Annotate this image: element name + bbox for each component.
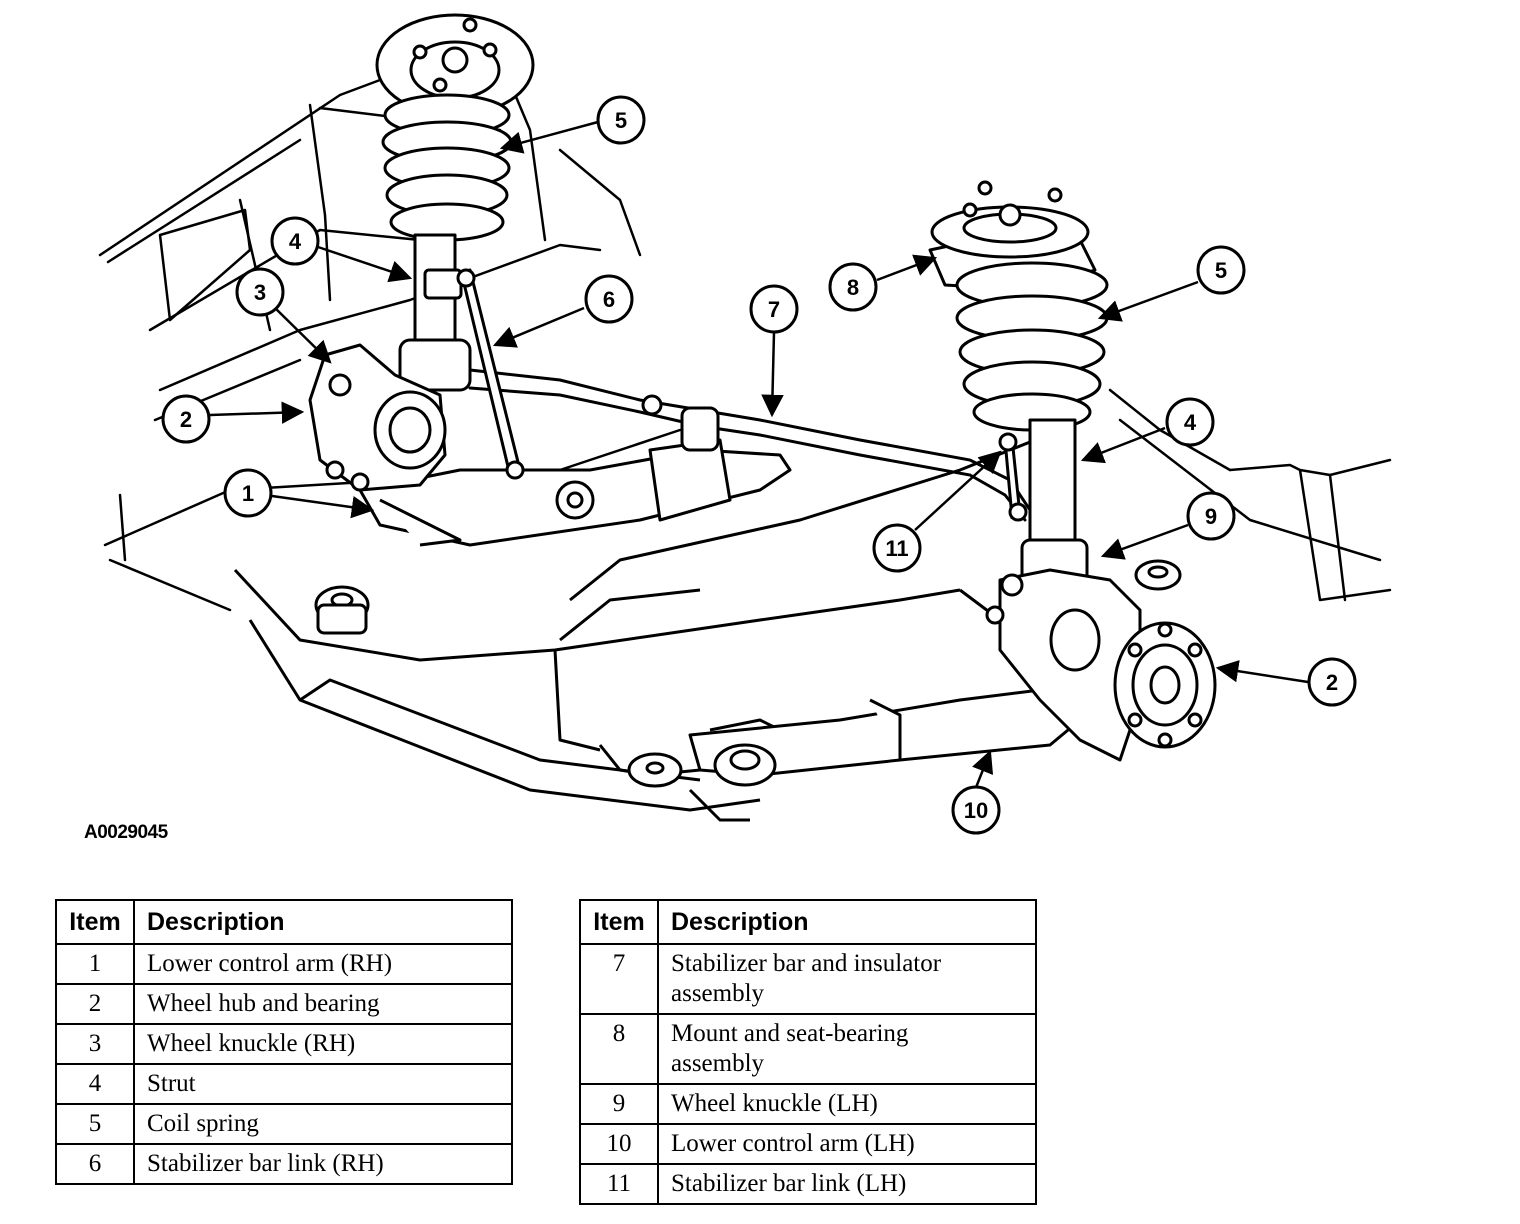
description-line-2: assembly (671, 980, 765, 1007)
svg-text:2: 2 (1326, 670, 1338, 695)
callout-7: 7 (749, 284, 799, 334)
item-description: Mount and seat-bearing assembly (657, 1013, 1037, 1085)
subframe-mounts (314, 559, 1182, 635)
parts-legend-table-right: Item Description 7 Stabilizer bar and in… (579, 899, 1037, 1205)
item-description: Wheel hub and bearing (133, 983, 513, 1025)
svg-text:2: 2 (180, 407, 192, 432)
item-description: Wheel knuckle (LH) (657, 1083, 1037, 1125)
table-row: 10 Lower control arm (LH) (579, 1123, 1037, 1165)
callout-6: 6 (584, 274, 634, 324)
svg-text:4: 4 (289, 229, 302, 254)
table-row: 9 Wheel knuckle (LH) (579, 1083, 1037, 1125)
description-line-1: Stabilizer bar and insulator (671, 950, 942, 977)
parts-legend-table-left: Item Description 1 Lower control arm (RH… (55, 899, 513, 1185)
svg-text:5: 5 (615, 108, 627, 133)
item-number: 7 (579, 943, 659, 1015)
callout-4-rh: 4 (270, 216, 320, 266)
item-number: 9 (579, 1083, 659, 1125)
item-description: Strut (133, 1063, 513, 1105)
column-header-item: Item (55, 899, 135, 945)
callout-9: 9 (1186, 491, 1236, 541)
callout-2-lh: 2 (1307, 657, 1357, 707)
svg-text:9: 9 (1205, 504, 1217, 529)
table-row: 7 Stabilizer bar and insulator assembly (579, 943, 1037, 1015)
column-header-item: Item (579, 899, 659, 945)
item-description: Lower control arm (RH) (133, 943, 513, 985)
column-header-description: Description (657, 899, 1037, 945)
callout-5-lh: 5 (1196, 245, 1246, 295)
item-number: 6 (55, 1143, 135, 1185)
callout-5-rh: 5 (596, 95, 646, 145)
callout-1: 1 (223, 468, 273, 518)
callout-10: 10 (951, 785, 1001, 835)
table-row: 6 Stabilizer bar link (RH) (55, 1143, 513, 1185)
description-line-2: assembly (671, 1050, 765, 1077)
item-number: 10 (579, 1123, 659, 1165)
table-header-row: Item Description (55, 899, 513, 945)
svg-text:6: 6 (603, 287, 615, 312)
knuckle-hub-rh (308, 343, 447, 492)
item-number: 1 (55, 943, 135, 985)
table-row: 2 Wheel hub and bearing (55, 983, 513, 1025)
lower-control-arm-rh (358, 438, 792, 547)
callout-3: 3 (235, 267, 285, 317)
svg-text:11: 11 (885, 536, 908, 561)
item-description: Stabilizer bar link (LH) (657, 1163, 1037, 1205)
item-number: 11 (579, 1163, 659, 1205)
item-description: Wheel knuckle (RH) (133, 1023, 513, 1065)
table-row: 4 Strut (55, 1063, 513, 1105)
strut-assembly-lh (928, 180, 1109, 587)
svg-text:4: 4 (1184, 410, 1197, 435)
table-row: 8 Mount and seat-bearing assembly (579, 1013, 1037, 1085)
callout-11: 11 (872, 523, 922, 573)
figure-id: A0029045 (84, 822, 168, 843)
item-description: Stabilizer bar and insulator assembly (657, 943, 1037, 1015)
lower-control-arm-lh (627, 688, 1082, 788)
item-description: Stabilizer bar link (RH) (133, 1143, 513, 1185)
table-row: 1 Lower control arm (RH) (55, 943, 513, 985)
item-number: 5 (55, 1103, 135, 1145)
description-line-1: Mount and seat-bearing (671, 1020, 909, 1047)
table-row: 11 Stabilizer bar link (LH) (579, 1163, 1037, 1205)
stabilizer-link-lh (998, 432, 1028, 522)
strut-assembly-rh (375, 13, 535, 480)
item-number: 8 (579, 1013, 659, 1085)
item-number: 4 (55, 1063, 135, 1105)
item-description: Lower control arm (LH) (657, 1123, 1037, 1165)
callout-8: 8 (828, 262, 878, 312)
knuckle-hub-lh (985, 568, 1217, 762)
column-header-description: Description (133, 899, 513, 945)
item-number: 2 (55, 983, 135, 1025)
table-row: 3 Wheel knuckle (RH) (55, 1023, 513, 1065)
suspension-illustration: 5 4 3 6 2 1 8 7 (98, 13, 1392, 835)
svg-text:5: 5 (1215, 258, 1227, 283)
svg-text:3: 3 (254, 280, 266, 305)
table-row: 5 Coil spring (55, 1103, 513, 1145)
callout-2-rh: 2 (161, 394, 211, 444)
leader-lines (209, 120, 1309, 791)
table-header-row: Item Description (579, 899, 1037, 945)
callouts: 5 4 3 6 2 1 8 7 (161, 95, 1357, 835)
item-number: 3 (55, 1023, 135, 1065)
callout-4-lh: 4 (1165, 397, 1215, 447)
item-description: Coil spring (133, 1103, 513, 1145)
svg-text:1: 1 (242, 481, 254, 506)
svg-text:8: 8 (847, 275, 859, 300)
svg-text:7: 7 (768, 297, 780, 322)
svg-text:10: 10 (964, 798, 988, 823)
